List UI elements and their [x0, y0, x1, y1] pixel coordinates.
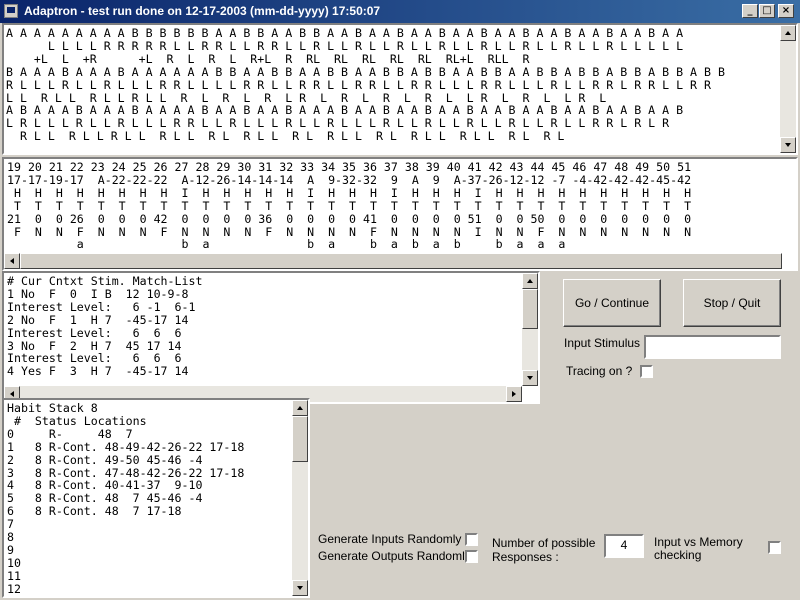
text-line: T T T T T T T T T T T T T T T T T T T T … — [7, 198, 692, 213]
text-line: Interest Level: 6 -1 6-1 — [7, 299, 196, 314]
habit-stack-vscrollbar[interactable] — [292, 400, 308, 596]
text-line: 10 — [7, 555, 21, 570]
minimize-button[interactable]: _ — [742, 4, 758, 18]
text-line: 11 — [7, 568, 21, 583]
text-line: R L L R L L R L L R L L R L R L L R L R … — [6, 129, 565, 144]
text-line: +L L +R +L R L R L R+L R RL RL RL RL RL … — [6, 51, 530, 66]
text-line: Interest Level: 6 6 6 — [7, 325, 182, 340]
text-line: # Status Locations — [7, 413, 147, 428]
generate-outputs-label: Generate Outputs Randomly? — [318, 549, 478, 563]
history-panel[interactable]: 19 20 21 22 23 24 25 26 27 28 29 30 31 3… — [2, 157, 798, 271]
generate-inputs-label: Generate Inputs Randomly ? — [318, 532, 472, 546]
sequence-vscrollbar[interactable] — [780, 25, 796, 153]
app-icon[interactable] — [4, 4, 18, 18]
tracing-checkbox[interactable] — [640, 365, 653, 378]
generate-inputs-checkbox[interactable] — [465, 533, 478, 546]
input-vs-memory-checkbox[interactable] — [768, 541, 781, 554]
sequence-output-panel[interactable]: A A A A A A A A A B B B B B B A A B B A … — [2, 23, 798, 155]
text-line: 0 R- 48 7 — [7, 426, 133, 441]
num-responses-label-line2: Responses : — [492, 550, 559, 564]
text-line: 4 8 R-Cont. 40-41-37 9-10 — [7, 478, 203, 493]
text-line: 8 — [7, 530, 14, 545]
text-line: F N N F N N N F N N N N F N N N N F N N … — [7, 224, 692, 239]
text-line: # Cur Cntxt Stim. Match-List — [7, 274, 203, 288]
text-line: 19 20 21 22 23 24 25 26 27 28 29 30 31 3… — [7, 160, 692, 174]
scroll-down-arrow-icon[interactable] — [522, 370, 538, 386]
maximize-button[interactable]: □ — [759, 4, 775, 18]
generate-outputs-checkbox[interactable] — [465, 550, 478, 563]
scroll-right-arrow-icon[interactable] — [506, 386, 522, 402]
text-line: Interest Level: 6 6 6 — [7, 351, 182, 366]
text-line: L R L L L R L L R L L L R R L L R L L L … — [6, 116, 670, 131]
text-line: 1 No F 0 I B 12 10-9-8 — [7, 286, 189, 301]
sequence-lines: A A A A A A A A A B B B B B B A A B B A … — [6, 27, 725, 143]
text-line: 9 — [7, 542, 14, 557]
history-scroll-thumb[interactable] — [20, 253, 782, 269]
input-vs-memory-label-line1: Input vs Memory — [654, 535, 743, 549]
input-vs-memory-label-line2: checking — [654, 548, 702, 562]
match-list-vscrollbar[interactable] — [522, 273, 538, 386]
text-line: 5 8 R-Cont. 48 7 45-46 -4 — [7, 491, 203, 506]
tracing-label: Tracing on ? — [566, 364, 633, 378]
text-line: Habit Stack 8 — [7, 401, 98, 415]
text-line: B A A A B A A A B A A A A A A B B A A B … — [6, 64, 725, 79]
text-line: 21 0 0 26 0 0 0 42 0 0 0 0 36 0 0 0 0 41… — [7, 211, 692, 226]
text-line: 2 No F 1 H 7 -45-17 14 — [7, 312, 189, 327]
text-line: R L L L R L L R L L L R R L L L L R R L … — [6, 77, 711, 92]
stop-quit-button[interactable]: Stop / Quit — [683, 279, 781, 327]
title-bar: Adaptron - test run done on 12-17-2003 (… — [0, 0, 800, 23]
text-line: H H H H H H H H I H H H H H I H H H I H … — [7, 185, 692, 200]
text-line: 4 Yes F 3 H 7 -45-17 14 — [7, 364, 189, 379]
text-line: 17-17-19-17 A-22-22-22 A-12-26-14-14-14 … — [7, 172, 692, 187]
num-responses-label-line1: Number of possible — [492, 536, 596, 550]
text-line: a b a b a b a b a b b a a a — [7, 237, 566, 252]
text-line: L L L L R R R R R L L R R L L R R L L R … — [6, 38, 684, 53]
scroll-left-arrow-icon[interactable] — [4, 253, 20, 269]
text-line: A B A A A B A A A B A A A A B A A B A A … — [6, 103, 684, 118]
text-line: 3 No F 2 H 7 45 17 14 — [7, 338, 182, 353]
scroll-up-arrow-icon[interactable] — [292, 400, 308, 416]
habit-stack-scroll-thumb[interactable] — [292, 416, 308, 462]
close-button[interactable]: × — [778, 4, 794, 18]
window-title: Adaptron - test run done on 12-17-2003 (… — [24, 4, 381, 18]
scroll-down-arrow-icon[interactable] — [780, 137, 796, 153]
text-line: L L R L L R L L R L L R L R L R L R L R … — [6, 90, 607, 105]
match-list-scroll-thumb[interactable] — [522, 289, 538, 329]
history-hscrollbar[interactable] — [4, 253, 782, 269]
text-line: A A A A A A A A A B B B B B B A A B B A … — [6, 26, 684, 40]
history-lines: 19 20 21 22 23 24 25 26 27 28 29 30 31 3… — [7, 161, 691, 251]
text-line: 1 8 R-Cont. 48-49-42-26-22 17-18 — [7, 439, 245, 454]
num-responses-field[interactable]: 4 — [604, 534, 644, 558]
input-stimulus-label: Input Stimulus : — [564, 336, 647, 350]
scroll-up-arrow-icon[interactable] — [780, 25, 796, 41]
input-stimulus-field[interactable] — [644, 335, 781, 359]
text-line: 7 — [7, 517, 14, 532]
text-line: 2 8 R-Cont. 49-50 45-46 -4 — [7, 452, 203, 467]
text-line: 6 8 R-Cont. 48 7 17-18 — [7, 504, 182, 519]
go-continue-button[interactable]: Go / Continue — [563, 279, 661, 327]
scroll-up-arrow-icon[interactable] — [522, 273, 538, 289]
text-line: 3 8 R-Cont. 47-48-42-26-22 17-18 — [7, 465, 245, 480]
text-line: 12 — [7, 581, 21, 596]
scroll-down-arrow-icon[interactable] — [292, 580, 308, 596]
